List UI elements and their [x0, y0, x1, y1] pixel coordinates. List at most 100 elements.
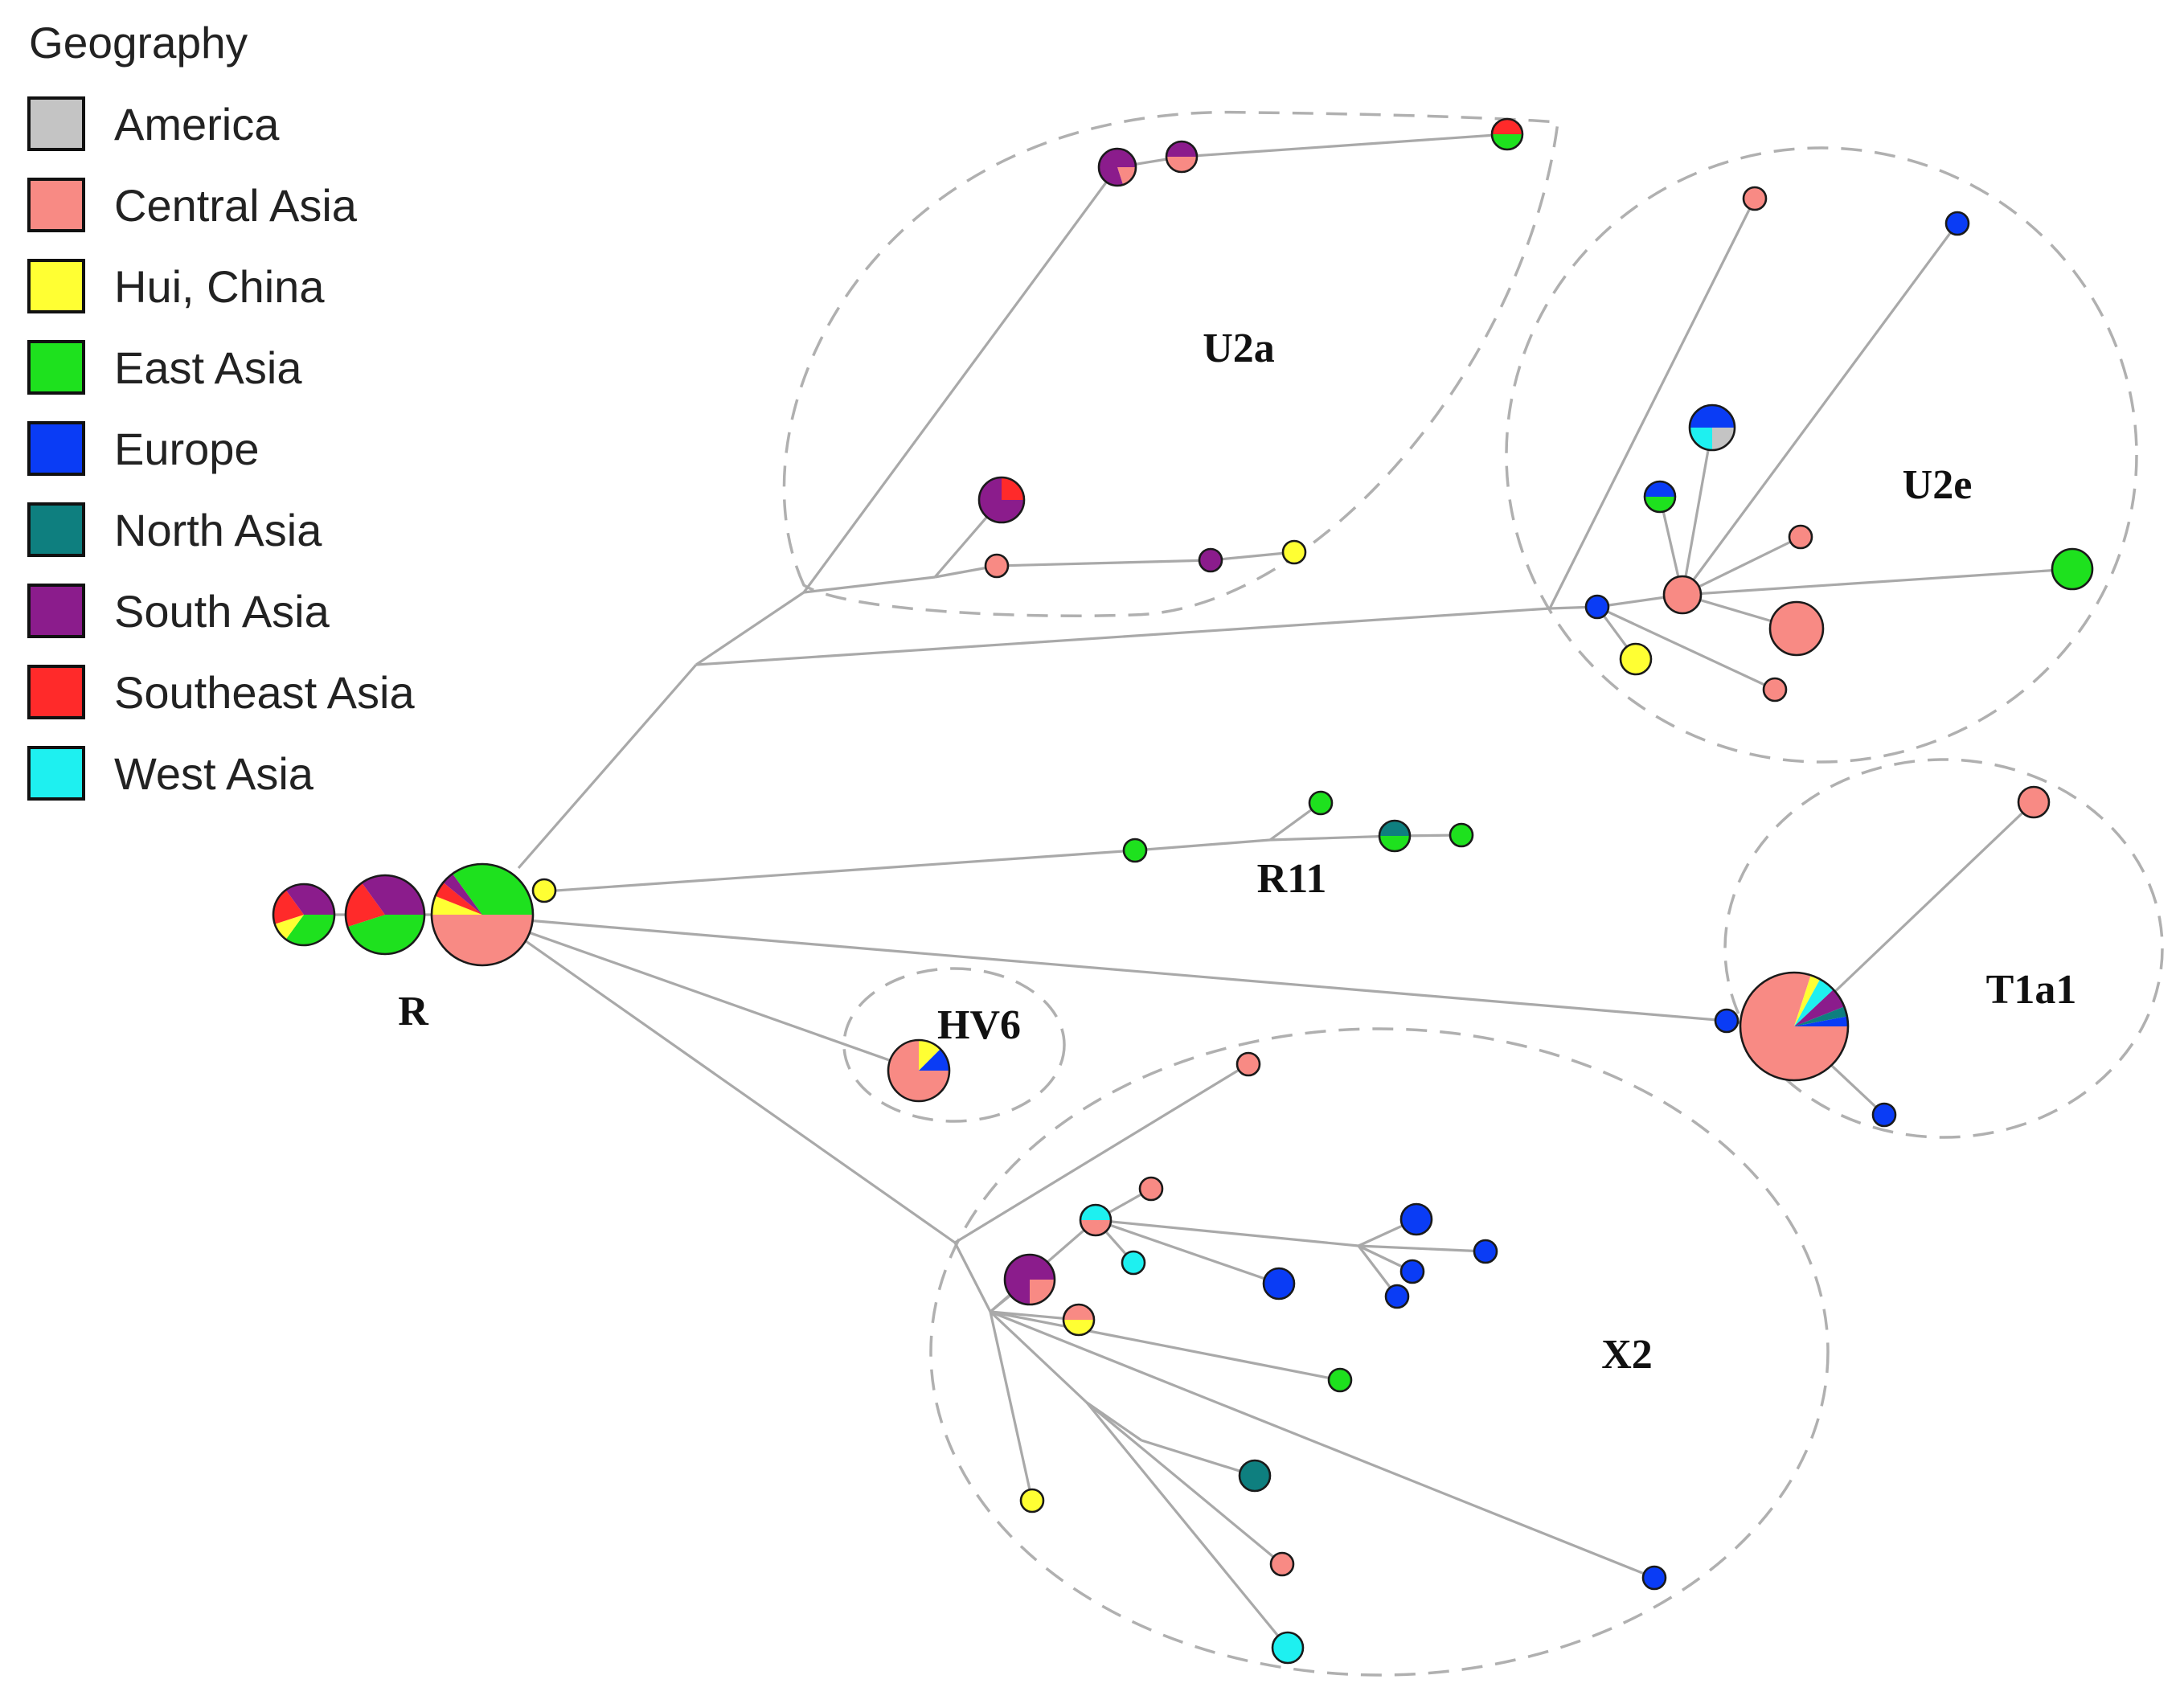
edge	[1596, 605, 1776, 691]
pie-slice-east-asia	[285, 915, 334, 945]
pie-slice-europe	[1474, 1240, 1497, 1263]
haplotype-node	[1269, 1551, 1295, 1577]
haplotype-node	[1122, 838, 1148, 863]
edge	[1085, 1401, 1284, 1566]
haplotype-node	[1121, 1250, 1146, 1276]
edge	[1682, 535, 1801, 596]
node-outline	[1739, 971, 1850, 1082]
haplotype-node	[1449, 822, 1474, 848]
haplotype-node	[1871, 1102, 1897, 1128]
edge	[954, 1063, 1249, 1244]
haplotype-node	[1714, 1008, 1739, 1034]
node-outline	[1688, 403, 1736, 452]
edge	[695, 607, 1551, 666]
haplotype-node	[1097, 147, 1137, 187]
legend-swatch-hui-china	[27, 259, 85, 313]
node-outline	[1768, 600, 1825, 657]
edge	[989, 1310, 1088, 1404]
haplotype-node	[1762, 677, 1788, 702]
node-outline	[1097, 147, 1137, 187]
edge	[1681, 427, 1714, 596]
haplotype-node	[1490, 117, 1524, 151]
haplotype-node	[1643, 480, 1677, 514]
pie-slice-europe	[1946, 212, 1969, 235]
pie-slice-central-asia	[1770, 602, 1823, 655]
pie-slice-hui-china	[274, 915, 304, 940]
node-outline	[2051, 547, 2094, 591]
pie-slice-central-asia	[1030, 1280, 1055, 1305]
edge	[802, 166, 1119, 593]
pie-slice-south-asia	[1166, 141, 1197, 157]
haplotype-node	[1619, 642, 1653, 676]
haplotype-node	[1079, 1203, 1113, 1237]
pie-slice-north-asia	[1240, 1460, 1270, 1491]
pie-slice-southeast-asia	[1492, 119, 1522, 134]
legend-swatch-south-asia	[27, 584, 85, 638]
clade-label-u2a: U2a	[1203, 326, 1275, 371]
edge	[532, 849, 1136, 894]
edge	[523, 929, 920, 1072]
node-outline	[1235, 1051, 1261, 1077]
haplotype-node	[2051, 547, 2094, 591]
node-outline	[1490, 117, 1524, 151]
node-outline	[1619, 642, 1653, 676]
pie-slice-hui-china	[919, 1040, 940, 1071]
haplotype-node	[1235, 1051, 1261, 1077]
haplotype-node	[1641, 1565, 1667, 1591]
pie-slice-central-asia	[1764, 678, 1786, 701]
legend-label-hui-china: Hui, China	[114, 261, 325, 312]
node-outline	[272, 883, 336, 947]
pie-slice-west-asia	[1122, 1251, 1145, 1274]
cluster-outline-x2	[929, 1027, 1830, 1677]
haplotype-node	[977, 476, 1026, 524]
haplotype-node	[272, 883, 336, 947]
pie-slice-southeast-asia	[273, 890, 304, 924]
pie-slice-east-asia	[452, 864, 533, 915]
edge	[953, 1242, 992, 1313]
legend-label-central-asia: Central Asia	[114, 180, 358, 231]
pie-slice-central-asia	[1744, 187, 1766, 210]
node-outline	[1944, 211, 1970, 236]
node-outline	[1238, 1459, 1272, 1493]
pie-slice-europe	[1643, 1567, 1666, 1589]
haplotype-node	[1742, 186, 1768, 211]
node-outline	[1384, 1284, 1410, 1309]
haplotype-node	[1944, 211, 1970, 236]
network-nodes	[272, 117, 2094, 1665]
pie-slice-south-asia	[443, 874, 482, 915]
node-outline	[1003, 1253, 1056, 1306]
cluster-outline-t1a1	[1723, 758, 2164, 1139]
node-outline	[1662, 575, 1703, 615]
haplotype-node	[1399, 1202, 1433, 1236]
legend-label-south-asia: South Asia	[114, 586, 330, 637]
pie-slice-west-asia	[1794, 979, 1834, 1026]
node-outline	[984, 553, 1010, 579]
haplotype-node	[1138, 1176, 1164, 1202]
node-outline	[1714, 1008, 1739, 1034]
pie-slice-europe	[1386, 1285, 1408, 1308]
edge	[1141, 1439, 1256, 1477]
legend-label-europe: Europe	[114, 424, 260, 474]
node-outline	[430, 862, 535, 967]
edge	[1682, 567, 2073, 596]
pie-slice-hui-china	[533, 879, 555, 902]
node-outline	[1198, 547, 1223, 573]
clade-label-t1a1: T1a1	[1986, 967, 2077, 1013]
pie-slice-north-asia	[1379, 821, 1410, 836]
haplotype-node	[1308, 790, 1334, 816]
pie-slice-west-asia	[1272, 1632, 1303, 1663]
pie-slice-central-asia	[2018, 787, 2049, 817]
pie-slice-europe	[1586, 596, 1608, 618]
haplotype-node	[1019, 1488, 1045, 1513]
edge	[522, 937, 956, 1244]
node-outline	[1449, 822, 1474, 848]
edge	[989, 1311, 1034, 1501]
pie-slice-hui-china	[1063, 1320, 1094, 1335]
node-outline	[1121, 1250, 1146, 1276]
node-outline	[1138, 1176, 1164, 1202]
edge	[517, 663, 698, 870]
legend-swatch-europe	[27, 421, 85, 476]
network-edges	[304, 133, 2073, 1649]
node-outline	[1762, 677, 1788, 702]
